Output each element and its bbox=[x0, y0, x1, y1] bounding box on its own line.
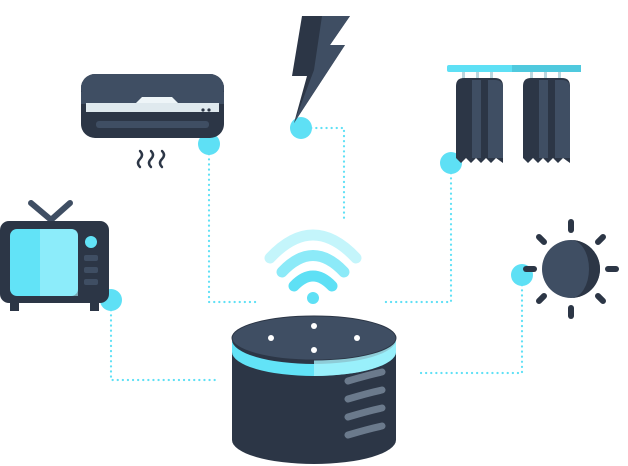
connector-lines bbox=[109, 126, 524, 382]
connector-curtains bbox=[382, 161, 453, 304]
air-conditioner-icon bbox=[81, 74, 224, 169]
sun-icon bbox=[523, 219, 619, 319]
lightning-bolt-icon bbox=[292, 16, 350, 123]
wifi-signal-icon bbox=[264, 229, 362, 304]
node-power bbox=[290, 117, 312, 139]
curtains-icon bbox=[447, 65, 581, 163]
television-icon bbox=[0, 200, 109, 311]
smart-speaker-icon bbox=[231, 315, 397, 464]
node-ac bbox=[198, 133, 220, 155]
connector-tv bbox=[109, 298, 220, 382]
connector-power bbox=[299, 126, 346, 224]
connector-light bbox=[418, 273, 524, 375]
connector-ac bbox=[207, 142, 260, 304]
